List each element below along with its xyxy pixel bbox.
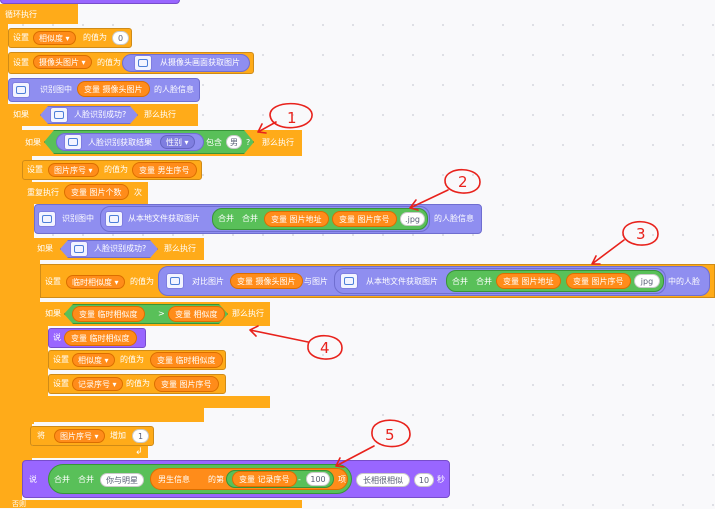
temp-similarity-dropdown[interactable]: 临时相似度 ▾	[66, 275, 125, 289]
if-face-arm	[8, 126, 22, 508]
increment-value-input[interactable]: 1	[132, 429, 149, 443]
camera-capture-reporter[interactable]	[122, 54, 250, 72]
image-path-variable[interactable]: 变量 图片地址	[264, 211, 329, 227]
camera-image-dropdown[interactable]: 摄像头图片 ▾	[33, 55, 92, 69]
pic-index-dropdown-2[interactable]: 图片序号 ▾	[54, 429, 105, 443]
annotation-2-label: 2	[458, 173, 468, 191]
gender-value-input[interactable]: 男	[226, 135, 242, 149]
else-label: 否则	[12, 500, 26, 508]
jpg-extension-input[interactable]: .jpg	[400, 212, 425, 226]
local-file-icon-2	[340, 273, 358, 289]
repeat-arrow-icon: ↲	[135, 447, 143, 457]
gender-field-dropdown[interactable]: 性别 ▾	[160, 135, 195, 149]
face-recognition-icon	[12, 82, 30, 98]
record-index-dropdown[interactable]: 记录序号 ▾	[72, 377, 123, 391]
image-index-variable-3[interactable]: 变量 图片序号	[154, 376, 219, 392]
if-greater-bottom	[40, 396, 270, 408]
camera-icon	[134, 55, 152, 71]
pic-index-dropdown[interactable]: 图片序号 ▾	[48, 163, 99, 177]
annotation-5-circle	[371, 419, 411, 448]
annotation-1-circle	[269, 102, 313, 129]
image-index-variable[interactable]: 变量 图片序号	[332, 211, 397, 227]
similarity-dropdown-2[interactable]: 相似度 ▾	[72, 353, 115, 367]
repeat-bottom	[22, 446, 148, 458]
similarity-dropdown[interactable]: 相似度 ▾	[33, 31, 76, 45]
annotation-2-circle	[444, 169, 481, 194]
camera-image-variable[interactable]: 变量 摄像头图片	[77, 81, 150, 97]
boy-index-variable[interactable]: 变量 男生序号	[132, 162, 197, 178]
compare-icon	[166, 273, 184, 289]
annotation-3-label: 3	[636, 225, 646, 243]
camera-image-variable-2[interactable]: 变量 摄像头图片	[230, 273, 303, 289]
annotation-5-label: 5	[385, 426, 395, 444]
if-gender-bottom	[8, 500, 302, 508]
repeat-arm	[22, 204, 34, 424]
temp-similarity-variable-2[interactable]: 变量 临时相似度	[64, 330, 137, 346]
seconds-input[interactable]: 10	[414, 473, 434, 487]
annotation-4-label: 4	[320, 339, 330, 357]
face-icon	[50, 107, 68, 123]
image-path-variable-2[interactable]: 变量 图片地址	[496, 273, 561, 289]
similarity-variable[interactable]: 变量 相似度	[168, 306, 225, 322]
temp-similarity-variable[interactable]: 变量 临时相似度	[72, 306, 145, 322]
similarity-value-input[interactable]: 0	[112, 31, 129, 45]
annotation-4-arrow	[249, 325, 309, 343]
forever-loop[interactable]	[0, 4, 78, 24]
local-file-icon	[105, 211, 123, 227]
forever-loop-arm	[0, 20, 8, 508]
forever-label: 循环执行	[5, 10, 37, 19]
jpg-extension-input-2[interactable]: jpg	[634, 274, 660, 288]
annotation-4-circle	[307, 334, 343, 360]
image-count-variable[interactable]: 变量 图片个数	[64, 184, 129, 200]
image-index-variable-2[interactable]: 变量 图片序号	[566, 273, 631, 289]
star-text-input[interactable]: 你与明星	[100, 473, 144, 487]
if-greater-arm	[40, 326, 48, 398]
face-recognition-icon-2	[38, 211, 56, 227]
offset-value-input[interactable]: 100	[306, 472, 330, 486]
annotation-1-label: 1	[287, 109, 297, 127]
record-index-variable[interactable]: 变量 记录序号	[232, 471, 297, 487]
face-icon-2	[70, 241, 88, 257]
face-result-icon	[64, 134, 82, 150]
annotation-3-circle	[622, 221, 659, 246]
similar-text-input[interactable]: 长相很相似	[356, 473, 410, 487]
annotation-3-arrow	[591, 239, 625, 265]
temp-similarity-variable-3[interactable]: 变量 临时相似度	[150, 352, 223, 368]
if-face2-bottom	[34, 408, 204, 422]
if-face2-arm	[34, 260, 40, 410]
